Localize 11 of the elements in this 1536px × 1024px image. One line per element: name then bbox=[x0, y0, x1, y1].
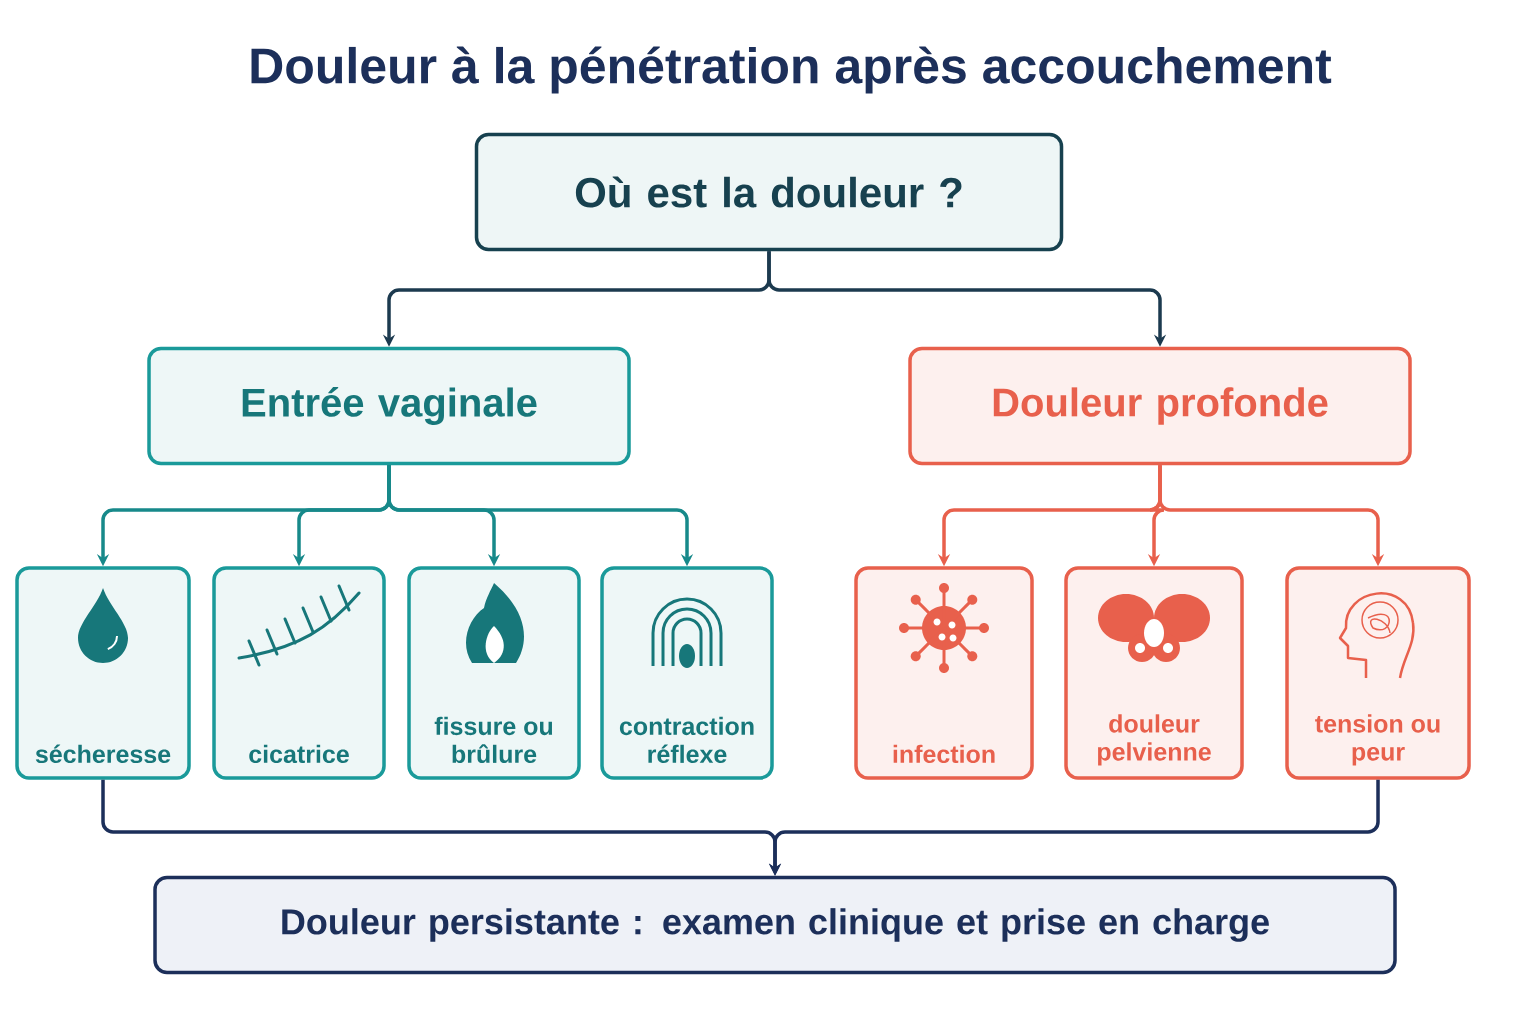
cause-box: sécheresse bbox=[15, 566, 191, 780]
conclusion-box: Douleur persistante : examen clinique et prise en charge bbox=[153, 875, 1397, 975]
cause-box: fissure ou brûlure bbox=[407, 566, 581, 780]
title-box: Où est la douleur ? bbox=[474, 132, 1064, 252]
cause-box: tension ou peur bbox=[1285, 566, 1471, 780]
cause-box: cicatrice bbox=[212, 566, 386, 780]
category-box: Douleur profonde bbox=[908, 346, 1412, 466]
category-box: Entrée vaginale bbox=[147, 346, 631, 466]
cause-box: contraction réflexe bbox=[600, 566, 774, 780]
title: Douleur à la pénétration après accouchement bbox=[251, 46, 1332, 94]
cause-box: infection bbox=[854, 566, 1034, 780]
